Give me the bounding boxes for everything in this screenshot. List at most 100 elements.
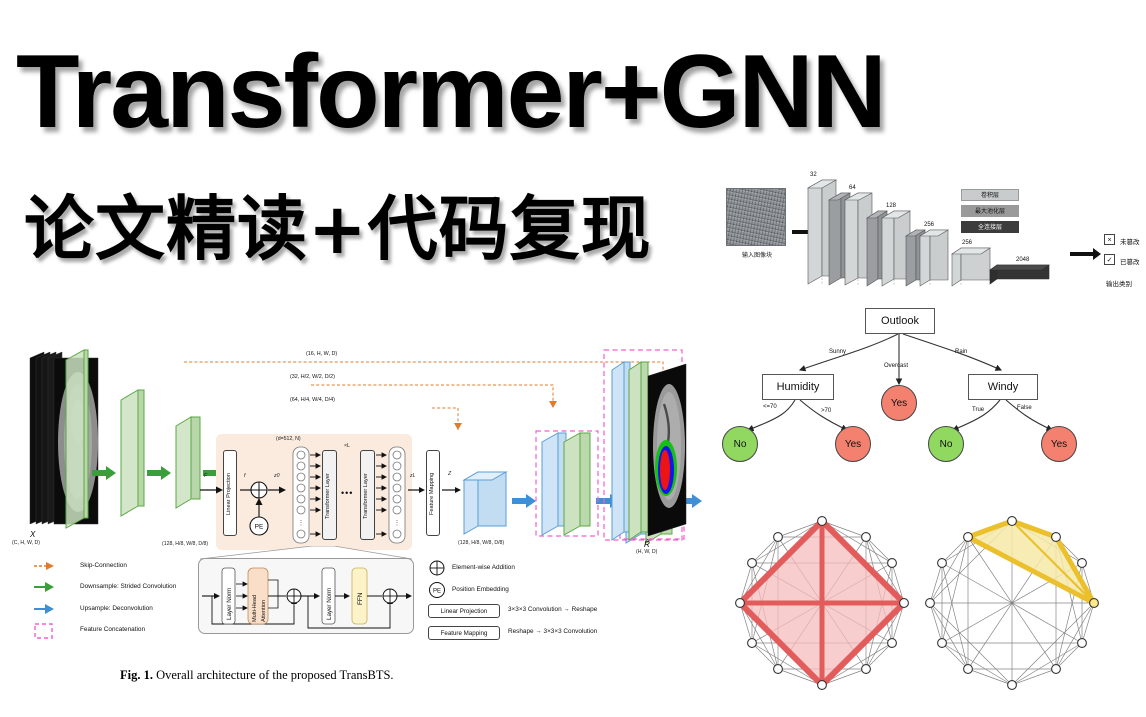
cnn-block-stack — [806, 179, 1050, 287]
cnn-block-label: 64 — [849, 185, 856, 191]
decision-tree-edges — [746, 333, 1054, 432]
tree-edge-label-false: False — [1017, 405, 1032, 411]
tree-node-outlook: Outlook — [865, 308, 935, 334]
tree-edge-label-true: True — [972, 407, 985, 413]
token-embedding-column-left: ⋮ — [292, 446, 310, 544]
repeat-count-label: ×L — [344, 443, 350, 449]
graph-left — [735, 516, 1099, 690]
transbts-architecture-figure: (16, H, W, D) (32, H/2, W/2, D/2) (64, H… — [8, 338, 702, 717]
tree-edge-label-sunny: Sunny — [829, 349, 847, 355]
page-subtitle: 论文精读+代码复现 — [24, 188, 652, 270]
cnn-legend-pool: 最大池化层 — [961, 205, 1019, 217]
input-patch-caption: 输入图像块 — [741, 252, 772, 259]
output-arrow-icon — [1070, 248, 1101, 260]
feature-mapping-block: Feature Mapping — [426, 450, 440, 536]
token-to-transformer-arrows — [310, 452, 322, 537]
output-label-tampered: 已篡改 — [1120, 258, 1140, 266]
cnn-legend-conv: 卷积层 — [961, 189, 1019, 201]
skip-dim-label-2: (32, H/2, W/2, D/2) — [290, 374, 335, 380]
z-arrow-icon — [442, 487, 461, 493]
svg-text:FFN: FFN — [357, 592, 364, 605]
graph-networks-figure — [710, 490, 1146, 717]
legend-feature-mapping-box: Feature Mapping — [428, 626, 500, 640]
cnn-block-label: 256 — [962, 240, 973, 246]
input-image-patch — [726, 188, 786, 246]
figure-caption: Fig. 1. Overall architecture of the prop… — [120, 668, 394, 683]
cnn-architecture-figure: 输入图像块 — [706, 162, 1146, 302]
legend-linear-projection-box-label: Linear Projection — [440, 607, 488, 615]
svg-text:PE: PE — [433, 589, 441, 595]
skip-dim-label-1: (16, H, W, D) — [306, 351, 338, 357]
input-dims-label: (C, H, W, D) — [12, 540, 40, 546]
output-label-r: R̂ — [644, 540, 650, 549]
token-label-f: f — [244, 473, 246, 479]
svg-text:Layer Norm: Layer Norm — [326, 588, 333, 620]
transformer-layer-label: Transformer Layer — [363, 473, 369, 519]
tree-leaf-yes-overcast: Yes — [881, 385, 917, 421]
transformer-ellipsis: ••• — [341, 488, 354, 498]
tree-leaf-yes: Yes — [835, 426, 871, 462]
legend-left-icons — [34, 562, 54, 639]
token-label-Z: Z — [448, 471, 452, 477]
legend-skip-connection: Skip-Connection — [80, 562, 127, 569]
legend-position-embedding: Position Embedding — [452, 586, 509, 593]
token-embedding-column-right: ⋮ — [388, 446, 406, 544]
transformer-layer-label: Transformer Layer — [325, 473, 331, 519]
output-segmentation — [603, 349, 687, 541]
legend-linear-projection-box: Linear Projection — [428, 604, 500, 618]
legend-linear-projection-desc: 3×3×3 Convolution → Reshape — [508, 606, 598, 613]
tree-node-humidity: Humidity — [762, 374, 834, 400]
linear-projection-block: Linear Projection — [223, 450, 237, 536]
transformer-layer-block-2: Transformer Layer — [360, 450, 375, 540]
tree-edge-label-rain: Rain — [955, 349, 968, 355]
svg-text:⋮: ⋮ — [394, 520, 401, 527]
cnn-block-label: 128 — [886, 203, 897, 209]
token-label-z0: z0 — [274, 473, 280, 479]
figure-caption-text: Overall architecture of the proposed Tra… — [152, 668, 394, 682]
zl-arrow-icon — [408, 487, 425, 493]
output-class-caption: 输出类别 — [1106, 280, 1132, 288]
legend-downsample: Downsample: Strided Convolution — [80, 583, 177, 590]
figure-caption-number: Fig. 1. — [120, 668, 153, 682]
skip-dim-label-3: (64, H/4, W/4, D/4) — [290, 397, 335, 403]
legend-upsample: Upsample: Deconvolution — [80, 605, 153, 612]
page-title: Transformer+GNN — [16, 34, 887, 150]
svg-text:Multi-Head: Multi-Head — [252, 595, 258, 622]
f-arrow-icon — [200, 486, 223, 494]
tree-leaf-no: No — [722, 426, 758, 462]
output-dims-label: (H, W, D) — [636, 549, 658, 555]
transformer-layer-block-1: Transformer Layer — [322, 450, 337, 540]
tree-leaf-yes-windy: Yes — [1041, 426, 1077, 462]
legend-elementwise-addition: Element-wise Addition — [452, 564, 515, 571]
embedding-dims-label: (d=512, N) — [276, 436, 301, 442]
svg-text:Layer Norm: Layer Norm — [226, 588, 233, 620]
token-label-zL: zL — [410, 473, 416, 479]
cnn-block-label: 2048 — [1016, 257, 1030, 263]
output-label-untampered: 未篡改 — [1120, 238, 1140, 246]
encoder-dims-label: (128, H/8, W/8, D/8) — [162, 541, 209, 547]
svg-text:⋮: ⋮ — [298, 520, 305, 527]
transformer-detail-connector — [199, 546, 413, 560]
decoder-dims-label: (128, H/8, W/8, D/8) — [458, 540, 505, 546]
transformer-to-token-arrows — [376, 452, 388, 537]
legend-feature-mapping-box-label: Feature Mapping — [440, 629, 488, 637]
svg-text:Attention: Attention — [261, 600, 267, 622]
feature-mapping-label: Feature Mapping — [429, 472, 435, 516]
legend-feature-mapping-desc: Reshape → 3×3×3 Convolution — [508, 628, 598, 635]
cnn-block-label: 256 — [924, 222, 935, 228]
token-label-F: F — [204, 473, 208, 479]
tree-edge-label-overcast: Overcast — [884, 363, 909, 369]
cnn-legend-fc: 全连接层 — [961, 221, 1019, 233]
tree-node-windy: Windy — [968, 374, 1038, 400]
linear-projection-label: Linear Projection — [226, 473, 232, 515]
input-label-x: X — [30, 530, 36, 539]
transformer-detail-diagram: Layer Norm Multi-Head Attention — [202, 567, 412, 629]
cnn-block-label: 32 — [810, 172, 817, 178]
output-checkbox-untampered: × — [1104, 234, 1115, 245]
decision-tree-figure: Outlook Humidity Windy Sunny Overcast Ra… — [700, 300, 1146, 480]
tree-leaf-no-windy: No — [928, 426, 964, 462]
legend-right-icons: PE — [429, 560, 445, 598]
tree-edge-label-gt70: >70 — [821, 408, 832, 414]
output-checkbox-tampered: ✓ — [1104, 254, 1115, 265]
